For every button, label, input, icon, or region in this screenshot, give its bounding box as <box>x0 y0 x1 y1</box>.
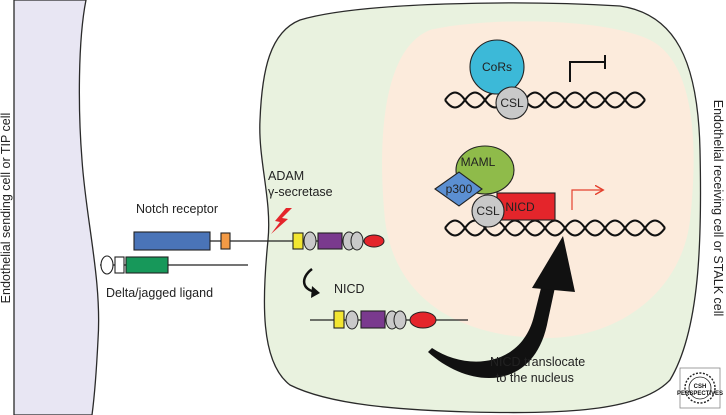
translocation-arrow-head <box>532 236 575 292</box>
dna-helix-top <box>444 91 646 109</box>
notch-orange-box <box>220 232 231 250</box>
notch-yellow-box <box>292 232 304 250</box>
nicd-pest-domain <box>409 311 437 329</box>
notch-blue-box <box>133 231 211 251</box>
lightning-bolt-icon <box>271 208 292 234</box>
maml-label: MAML <box>461 155 496 169</box>
bent-arrow-icon <box>571 190 602 210</box>
nicd-ankyrin-3 <box>393 310 407 330</box>
notch-receptor-label: Notch receptor <box>136 202 218 216</box>
gamma-secretase-label: γ-secretase <box>268 185 333 199</box>
receiving-cell-label: Endothelial receiving cell or STALK cell <box>711 100 725 317</box>
nucleus <box>382 21 694 339</box>
sending-cell <box>13 0 100 415</box>
csl-protein-bottom <box>471 194 505 228</box>
nicd-ankyrin-1 <box>345 310 359 330</box>
pest-domain <box>363 234 385 248</box>
curved-arrow-head <box>311 286 320 298</box>
t-bar-icon <box>569 55 606 82</box>
ankyrin-repeat-1 <box>303 231 317 251</box>
p300-protein <box>434 171 483 207</box>
cors-protein <box>469 39 525 95</box>
nicd-cleaved-label: NICD <box>334 282 365 296</box>
ligand-label: Delta/jagged ligand <box>106 286 213 300</box>
sending-cell-label: Endothelial sending cell or TIP cell <box>0 113 13 304</box>
nicd-nucleus-box <box>496 192 556 221</box>
nicd-yellow-box <box>333 310 345 329</box>
csl-protein-top <box>495 86 529 120</box>
nicd-purple-box <box>360 310 386 329</box>
csl-label-top: CSL <box>500 96 524 110</box>
adam-label: ADAM <box>268 169 304 183</box>
logo-line2: PERSPECTIVES <box>677 391 723 397</box>
p300-label: p300 <box>446 182 473 196</box>
ligand-white-box <box>114 256 125 274</box>
nicd-nucleus-label: NICD <box>505 200 535 214</box>
ligand-oval <box>100 255 114 275</box>
translocate-label-2: to the nucleus <box>496 371 574 385</box>
csh-perspectives-logo: CSH PERSPECTIVES <box>677 367 723 409</box>
ligand-green-box <box>125 256 169 274</box>
csl-label-bottom: CSL <box>476 204 500 218</box>
translocation-arrow <box>428 276 557 379</box>
cors-label: CoRs <box>482 60 512 74</box>
notch-purple-box <box>317 232 343 250</box>
ankyrin-repeat-3 <box>350 231 364 251</box>
translocate-label-1: NICD translocate <box>490 355 585 369</box>
logo-line1: CSH <box>694 384 707 390</box>
